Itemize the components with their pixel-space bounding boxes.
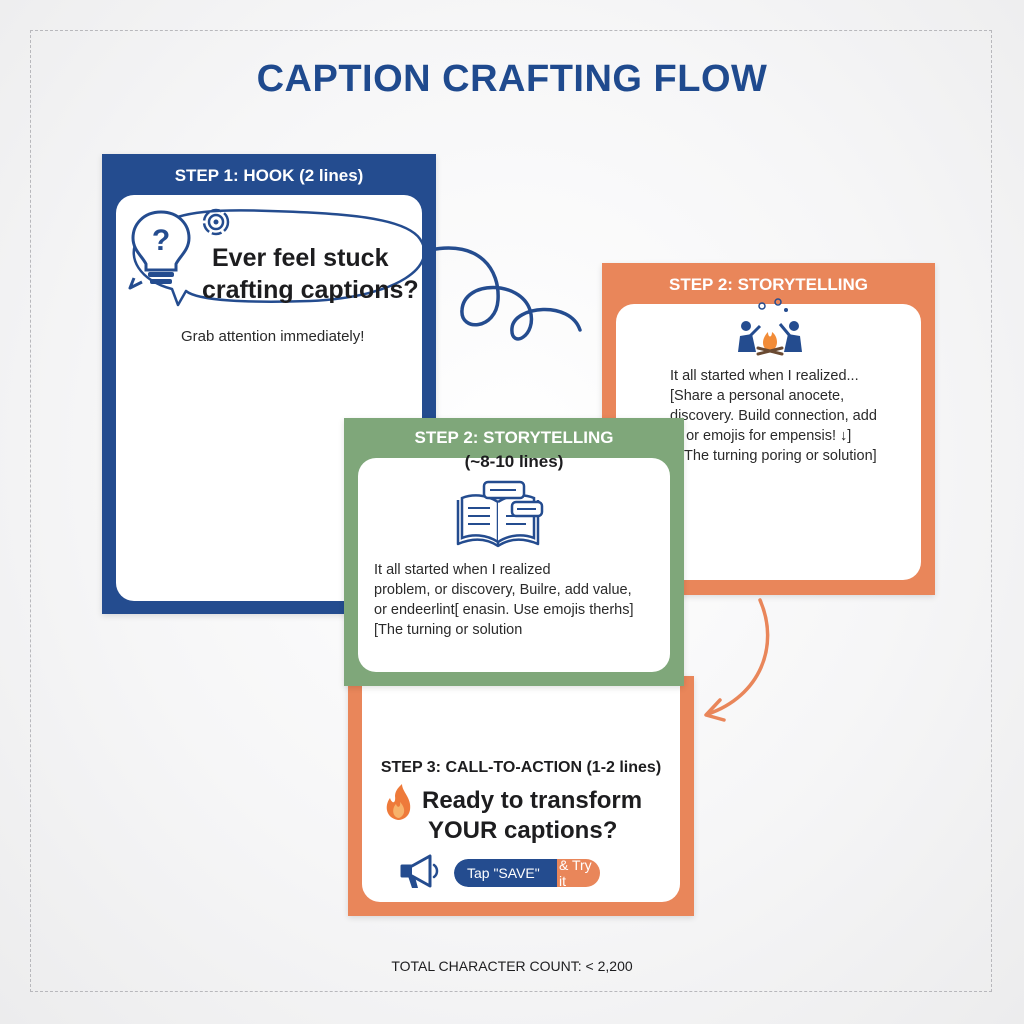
try-button-label: & Try it: [557, 859, 600, 887]
hook-line-1: Ever feel stuck: [212, 244, 389, 272]
target-icon: [202, 208, 230, 236]
step2-orange-text: It all started when I realized... [Share…: [670, 366, 877, 466]
svg-text:?: ?: [152, 224, 170, 257]
step2-green-card: STEP 2: STORYTELLING: [344, 418, 684, 686]
story-line: It all started when I realized: [374, 562, 551, 578]
step1-header: STEP 1: HOOK (2 lines): [174, 166, 364, 185]
save-try-button[interactable]: Tap "SAVE" & Try it: [454, 859, 600, 887]
connector-arrow-orange: [704, 598, 770, 722]
cta-line-1: Ready to transform: [422, 787, 643, 814]
save-button-label: Tap "SAVE": [454, 859, 557, 887]
step3-header: STEP 3: CALL-TO-ACTION (1-2 lines): [380, 759, 662, 776]
hook-headline: Ever feel stuck crafting captions?: [202, 242, 436, 306]
step2-orange-header: STEP 2: STORYTELLING: [669, 275, 868, 294]
story-line: or endeerlint[ enasin. Use emojis therhs…: [374, 602, 634, 618]
story-line: o, or emojis for empensis! ↓]: [670, 428, 852, 444]
cta-line-2: YOUR captions?: [428, 817, 618, 844]
campfire-people-icon: [738, 298, 802, 356]
lightbulb-question-icon: ?: [128, 210, 191, 290]
story-line: discovery. Build connection, add: [670, 408, 877, 424]
character-count-footer: TOTAL CHARACTER COUNT: < 2,200: [391, 958, 633, 974]
megaphone-icon: [400, 854, 439, 888]
story-line: It all started when I realized...: [670, 368, 859, 384]
page-title: CAPTION CRAFTING FLOW: [256, 58, 768, 100]
story-line: [Share a personal anocete,: [670, 388, 845, 404]
dashed-frame: [30, 30, 992, 992]
connector-arrow-blue: [428, 246, 582, 341]
step2-green-header: STEP 2: STORYTELLING: [414, 428, 614, 447]
cta-headline: Ready to transform YOUR captions?: [422, 786, 682, 846]
open-book-chat-icon: [456, 480, 544, 548]
step1-subtext: Grab attention immediately!: [181, 328, 365, 345]
story-line: problem, or discovery, Builre, add value…: [374, 582, 632, 598]
step2-green-subheader: (~8-10 lines): [464, 452, 564, 471]
step2-green-text: It all started when I realized problem, …: [374, 560, 634, 640]
story-line: [The turning or solution: [374, 622, 523, 638]
hook-line-2: crafting captions?: [202, 276, 419, 304]
fire-icon: [386, 784, 411, 820]
speech-bubble-outline: [132, 209, 426, 307]
story-line: [The turning poring or solution]: [680, 448, 877, 464]
